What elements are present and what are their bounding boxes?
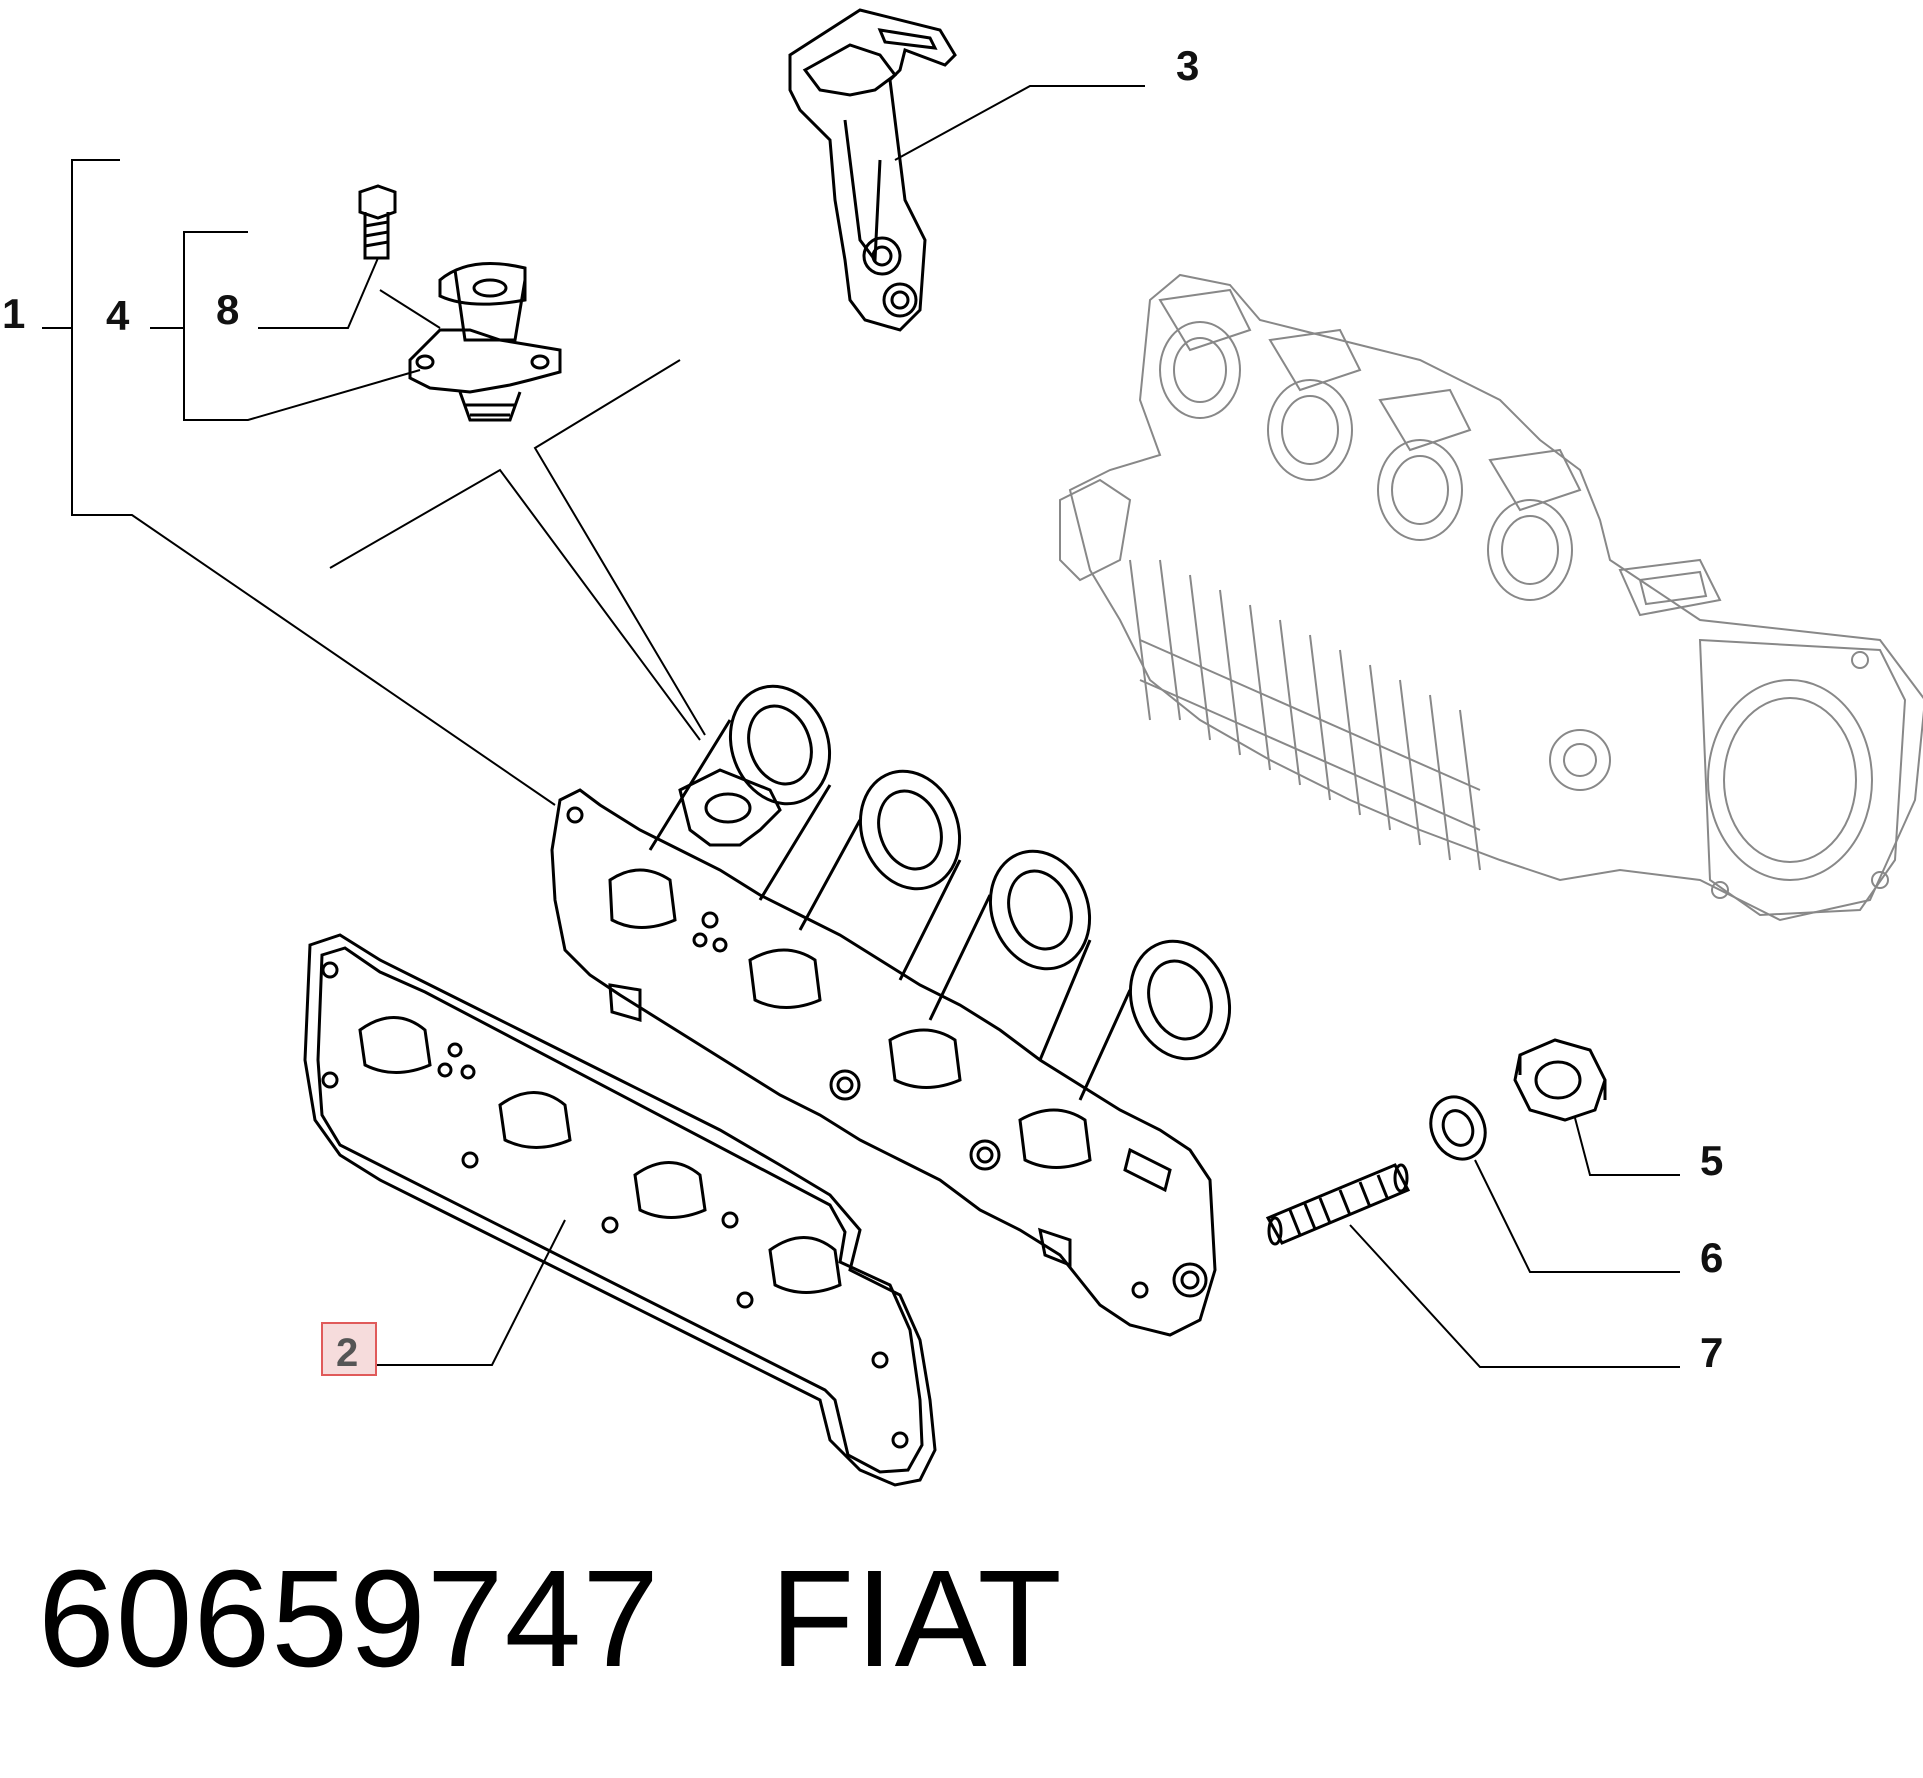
intake-manifold-background — [1059, 273, 1923, 922]
callout-4: 4 — [106, 292, 130, 339]
sensor-part-4 — [408, 262, 562, 422]
callout-3: 3 — [1176, 42, 1199, 89]
callout-1: 1 — [2, 290, 25, 337]
callout-2: 2 — [336, 1331, 358, 1375]
part-number: 60659747 — [38, 1542, 660, 1696]
exhaust-manifold-part-1 — [550, 684, 1232, 1337]
brand-name: FIAT — [770, 1542, 1063, 1696]
stud-part-7 — [1265, 1163, 1411, 1246]
callout-2-highlight — [321, 1322, 377, 1376]
callout-7: 7 — [1700, 1329, 1723, 1376]
callout-6: 6 — [1700, 1234, 1723, 1281]
bracket-part-3 — [788, 8, 957, 332]
leader-lines — [42, 85, 1680, 1368]
callout-8: 8 — [216, 286, 239, 333]
washer-part-6 — [1429, 1095, 1487, 1161]
gasket-part-2 — [303, 933, 937, 1487]
nut-part-5 — [1513, 1038, 1607, 1122]
callout-5: 5 — [1700, 1137, 1723, 1184]
bolt-part-8 — [358, 184, 397, 260]
